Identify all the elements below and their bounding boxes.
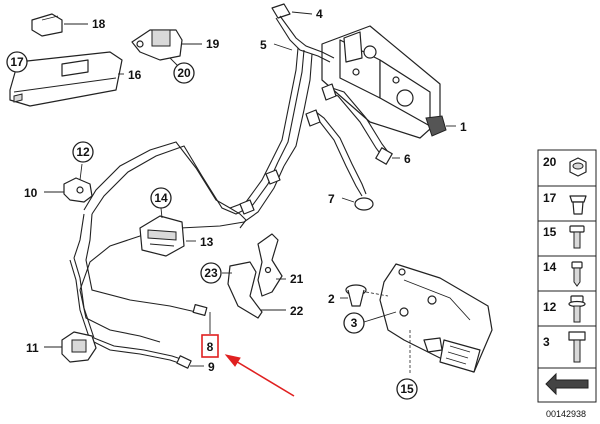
legend-label-14: 14: [543, 260, 557, 274]
legend-label-17: 17: [543, 191, 557, 205]
part-2-grommet: [340, 284, 389, 307]
callout-circle-23: [200, 262, 222, 284]
part-21-bracket: [257, 233, 286, 297]
orientation-arrow-icon: [540, 371, 594, 399]
callout-circle-14: [150, 187, 172, 209]
callout-2: 2: [328, 292, 335, 306]
callout-21: 21: [290, 272, 304, 286]
part-5-brake-lines: [271, 15, 335, 167]
callout-8-highlight-box: [201, 334, 219, 358]
callout-19: 19: [206, 37, 220, 51]
part-7-hose: [305, 109, 374, 211]
hex-bolt-icon: [568, 331, 586, 363]
collar-screw-icon: [568, 295, 586, 323]
callout-circle-15: [396, 378, 418, 400]
callout-22: 22: [290, 304, 304, 318]
callout-10: 10: [24, 186, 38, 200]
callout-23: 23: [204, 266, 218, 280]
callout-14: 14: [154, 191, 168, 205]
part-23-bracket: [222, 261, 286, 319]
callout-circle-17: [6, 51, 28, 73]
callout-circle-20: [173, 62, 195, 84]
part-13-block: [139, 207, 196, 257]
callout-8: 8: [207, 340, 214, 354]
main-brake-lines: [69, 141, 285, 369]
part-10-holder: [44, 163, 93, 203]
callout-1: 1: [460, 120, 467, 134]
part-4-fitting: [271, 3, 313, 19]
legend-label-12: 12: [543, 300, 557, 314]
callout-4: 4: [316, 7, 323, 21]
part-11-holder: [44, 331, 97, 363]
diagram-number: 00142938: [546, 409, 586, 419]
callout-5: 5: [260, 38, 267, 52]
part-15-mounting-bracket: [379, 263, 493, 374]
callout-13: 13: [200, 235, 214, 249]
red-pointer-arrow: [224, 354, 295, 397]
nut-icon: [569, 157, 587, 177]
callout-20: 20: [177, 66, 191, 80]
callout-15: 15: [400, 382, 414, 396]
callout-7: 7: [328, 192, 335, 206]
callout-17: 17: [10, 55, 24, 69]
part-19-bracket: [131, 29, 202, 67]
part-1-valve-block: [321, 25, 456, 139]
legend-label-20: 20: [543, 155, 557, 169]
callout-12: 12: [76, 145, 90, 159]
legend-label-3: 3: [543, 335, 550, 349]
callout-9: 9: [208, 360, 215, 374]
part-16-control-unit: [9, 51, 124, 107]
bolt-icon: [569, 225, 585, 249]
callout-11: 11: [26, 341, 39, 355]
callout-6: 6: [404, 152, 411, 166]
callout-circle-12: [72, 141, 94, 163]
callout-18: 18: [92, 17, 106, 31]
callout-circle-3: [343, 312, 365, 334]
screw-icon: [571, 261, 583, 287]
callout-16: 16: [128, 68, 142, 82]
legend-label-15: 15: [543, 225, 557, 239]
callout-3: 3: [351, 316, 358, 330]
expanding-nut-icon: [569, 195, 587, 215]
part-6-hose: [321, 83, 400, 165]
part-18-clip: [31, 13, 88, 37]
leader-3: [363, 311, 397, 323]
fastener-legend: [537, 149, 597, 403]
